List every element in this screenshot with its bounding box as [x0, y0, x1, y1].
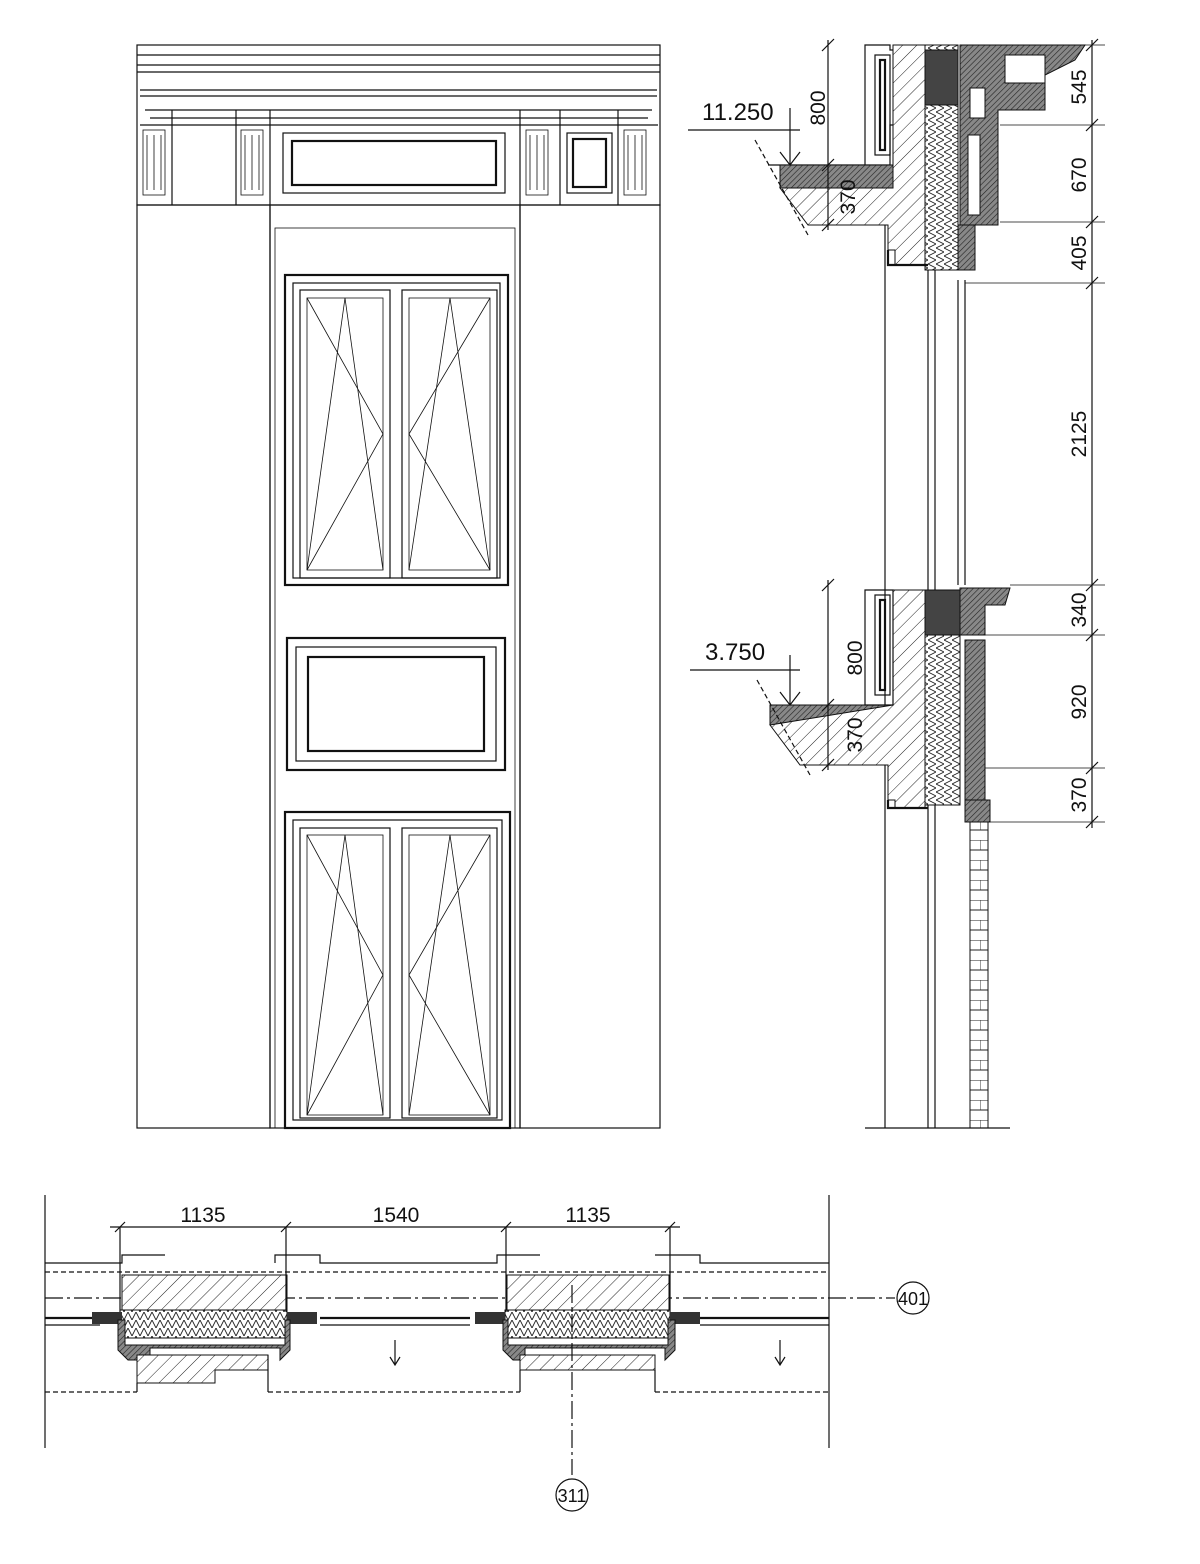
- dimension-label: 800: [807, 90, 830, 125]
- dimension-label: 2125: [1068, 411, 1091, 458]
- level-label: 11.250: [702, 99, 774, 126]
- elevation: [136, 44, 661, 1130]
- brick-wall-right: [519, 204, 661, 1129]
- dimension-label: 370: [844, 717, 867, 752]
- dimension-label: 670: [1068, 157, 1091, 192]
- dimension-label: 1540: [373, 1204, 420, 1227]
- plan-section: 1135 1540 1135 401 311: [44, 1195, 930, 1512]
- upper-door: [283, 273, 510, 587]
- right-dimension-chain: 545 670 405 2125 340 920 370: [965, 38, 1105, 829]
- brick-facing: [969, 821, 989, 1129]
- grid-axis-311: 311: [555, 1478, 589, 1512]
- level-marker-upper: 11.250: [688, 99, 809, 236]
- small-panel: [566, 132, 613, 194]
- frieze-flutes: [142, 129, 647, 196]
- brick-wall-left: [136, 204, 271, 1129]
- dimension-label: 370: [1068, 777, 1091, 812]
- dimension-label: 311: [558, 1486, 587, 1506]
- direction-arrow: [389, 1340, 786, 1367]
- pier-right: [506, 1274, 670, 1316]
- dimension-label: 1135: [565, 1204, 610, 1227]
- middle-panel: [285, 636, 507, 772]
- dimension-label: 545: [1068, 69, 1091, 104]
- wall-section: 11.250 3.750 800 370 800 370 545 670 405…: [688, 38, 1105, 1129]
- dimension-label: 800: [844, 640, 867, 675]
- cornice: [136, 44, 661, 206]
- dimension-label: 340: [1068, 592, 1091, 627]
- dimension-label: 920: [1068, 684, 1091, 719]
- pier-left: [121, 1274, 288, 1316]
- dimension-label: 370: [837, 179, 860, 214]
- lower-door: [283, 810, 512, 1130]
- grid-axis-401: 401: [896, 1281, 930, 1315]
- level-label: 3.750: [705, 639, 765, 666]
- plan-dimension-chain: 1135 1540 1135: [110, 1204, 680, 1312]
- radiator: [874, 594, 891, 696]
- level-marker-lower: 3.750: [690, 639, 811, 776]
- dimension-label: 1135: [180, 1204, 225, 1227]
- dimension-label: 401: [898, 1289, 928, 1309]
- transom-panel: [282, 132, 506, 194]
- radiator: [874, 54, 891, 156]
- dimension-label: 405: [1068, 235, 1091, 270]
- left-dimension-chain: 800 370 800 370: [807, 38, 867, 772]
